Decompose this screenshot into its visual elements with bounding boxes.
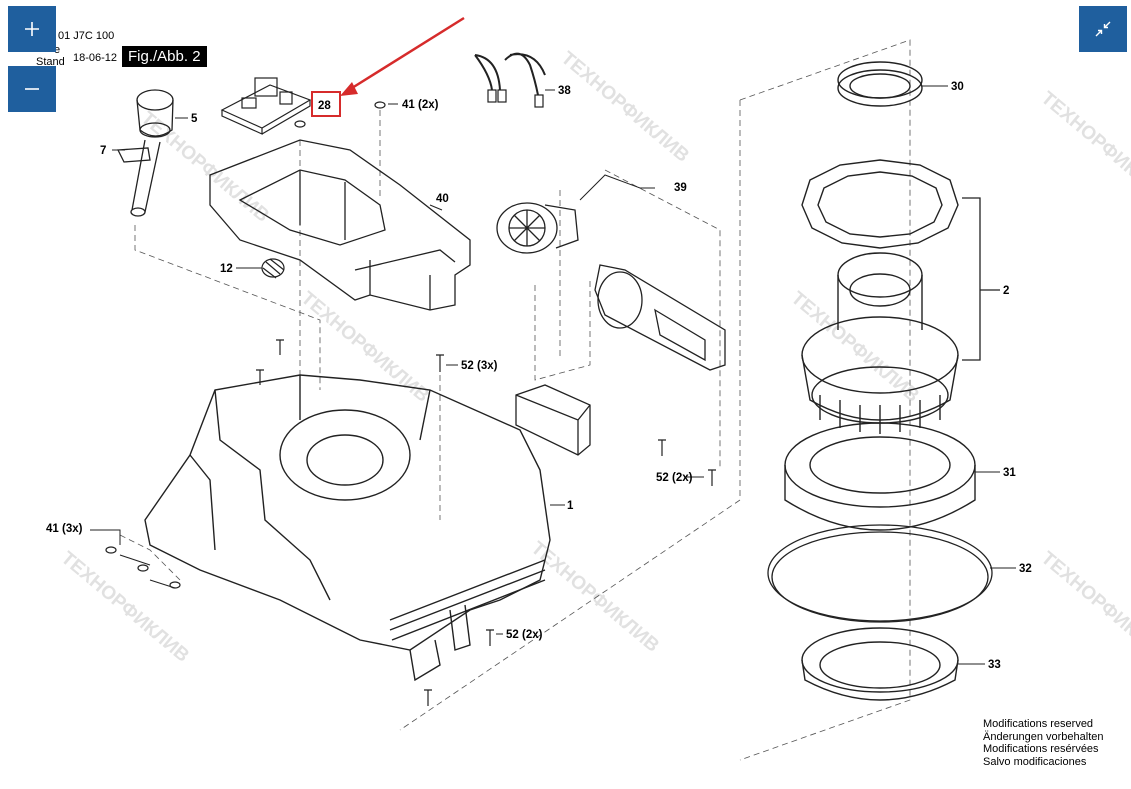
part-2-gasket [801, 159, 959, 249]
assembly-guide-lines [119, 39, 911, 761]
part-1-housing [144, 374, 551, 682]
ausgabe-text: e [54, 44, 61, 56]
watermark-text: ТЕХНОРФИКЛИВ [57, 548, 193, 667]
callout-38[interactable]: 38 [558, 85, 571, 97]
part-code: 01 J7C 100 [58, 30, 115, 42]
callout-40[interactable]: 40 [436, 193, 449, 205]
callout-12[interactable]: 12 [220, 263, 233, 275]
callout-39[interactable]: 39 [674, 182, 687, 194]
highlight-box-28 [311, 91, 341, 117]
callout-30[interactable]: 30 [951, 81, 964, 93]
note-line: Modifications resérvées [983, 743, 1099, 755]
callout-41-top[interactable]: 41 (2x) [402, 99, 439, 111]
collapse-view-button[interactable] [1079, 6, 1127, 52]
callout-41-3x[interactable]: 41 (3x) [46, 523, 83, 535]
part-30-ring [837, 61, 923, 107]
leader-lines [90, 85, 1016, 665]
modification-notes: Modifications reserved Änderungen vorbeh… [983, 718, 1103, 768]
callout-31[interactable]: 31 [1003, 467, 1016, 479]
callout-28[interactable]: 28 [318, 100, 331, 112]
screws-and-washers [105, 101, 716, 706]
callout-52-3x[interactable]: 52 (3x) [461, 360, 498, 372]
watermark-text: ТЕХНОРФИКЛИВ [137, 108, 273, 227]
stand-date: 18-06-12 [73, 52, 118, 64]
zoom-out-button[interactable] [8, 66, 56, 112]
part-12-filter [261, 258, 285, 279]
watermark-text: ТЕХНОРФИКЛИВ [557, 48, 693, 167]
part-40-top-cover [209, 139, 471, 311]
plus-icon [25, 22, 39, 36]
highlight-annotation [311, 16, 465, 117]
watermark-text: ТЕХНОРФИКЛИВ [1037, 88, 1131, 207]
minus-icon [25, 88, 39, 90]
stand-label: Stand [36, 56, 65, 68]
part-39-fan [496, 202, 579, 254]
part-28-circuit-board [220, 77, 312, 135]
callout-7[interactable]: 7 [100, 145, 106, 157]
part-31-filter-ring [784, 422, 976, 531]
watermark-text: ТЕХНОРФИКЛИВ [1037, 548, 1131, 667]
part-32-o-ring [767, 524, 993, 623]
callout-1[interactable]: 1 [567, 500, 574, 512]
watermark-layer: ТЕХНОРФИКЛИВ ТЕХНОРФИКЛИВ ТЕХНОРФИКЛИВ Т… [57, 48, 1131, 667]
figure-label: Fig./Abb. 2 [122, 46, 207, 67]
callout-5[interactable]: 5 [191, 113, 198, 125]
part-5-handle [116, 89, 174, 217]
part-39-motor-plate [594, 264, 726, 371]
part-2-motor [801, 252, 959, 434]
zoom-in-button[interactable] [8, 6, 56, 52]
callout-52-2x-motor[interactable]: 52 (2x) [656, 472, 693, 484]
note-line: Änderungen vorbehalten [983, 730, 1104, 743]
watermark-text: ТЕХНОРФИКЛИВ [787, 288, 923, 407]
part-33-seal-ring [801, 627, 959, 701]
collapse-arrows-icon [1095, 21, 1111, 37]
watermark-text: ТЕХНОРФИКЛИВ [527, 538, 663, 657]
note-line: Salvo modificaciones [983, 755, 1087, 768]
callout-32[interactable]: 32 [1019, 563, 1032, 575]
callout-33[interactable]: 33 [988, 659, 1001, 671]
part-2-bracket [962, 197, 1000, 361]
callout-labels: 5 7 28 41 (2x) 38 30 39 40 12 2 52 (3x) … [46, 81, 1032, 671]
part-38-wires [474, 52, 546, 108]
callout-2[interactable]: 2 [1003, 285, 1009, 297]
foam-block [515, 384, 591, 456]
callout-52-2x-base[interactable]: 52 (2x) [506, 629, 543, 641]
note-line: Modifications reserved [983, 718, 1094, 730]
